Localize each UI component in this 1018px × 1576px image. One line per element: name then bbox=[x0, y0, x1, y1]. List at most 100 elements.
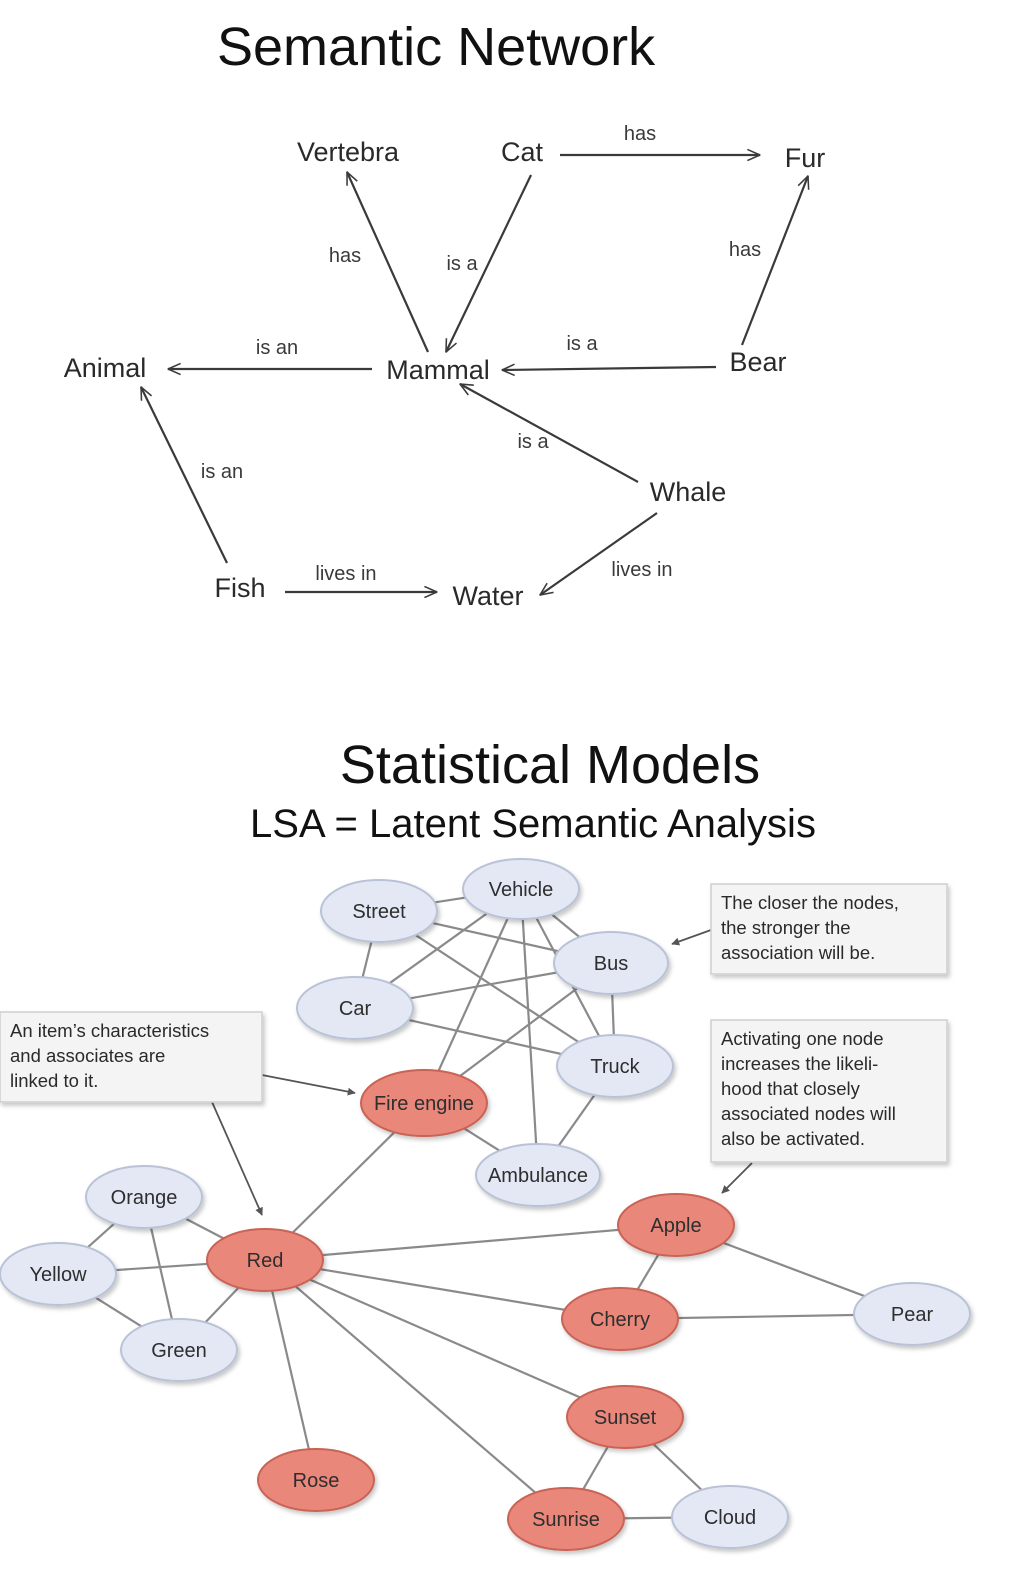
lsa-node-sunset: Sunset bbox=[566, 1385, 684, 1449]
lsa-node-label: Truck bbox=[590, 1056, 640, 1078]
sn-edge-bear-fur bbox=[740, 176, 808, 346]
lsa-node-label: Street bbox=[352, 901, 406, 923]
lsa-edge-red-apple bbox=[264, 1223, 677, 1262]
lsa-node-cloud: Cloud bbox=[671, 1485, 789, 1549]
lsa-node-vehicle: Vehicle bbox=[462, 858, 580, 920]
lsa-node-sunrise: Sunrise bbox=[507, 1487, 625, 1551]
lsa-node-shape bbox=[360, 1069, 488, 1137]
callout-text-line: linked to it. bbox=[10, 1070, 98, 1091]
sn-edge-fish-animal bbox=[140, 387, 228, 564]
lsa-node-fire-engine: Fire engine bbox=[360, 1069, 488, 1137]
lsa-node-ambulance: Ambulance bbox=[475, 1143, 601, 1207]
callout-text-line: The closer the nodes, bbox=[721, 892, 899, 913]
sn-node-vertebra: Vertebra bbox=[297, 137, 400, 167]
lsa-node-apple: Apple bbox=[617, 1193, 735, 1257]
lsa-node-green: Green bbox=[120, 1318, 238, 1382]
lsa-node-pear: Pear bbox=[853, 1282, 971, 1346]
lsa-node-label: Sunset bbox=[594, 1407, 657, 1429]
sn-edge-cat-mammal bbox=[445, 174, 532, 352]
lsa-node-shape bbox=[0, 1242, 117, 1306]
callout-pointer bbox=[211, 1101, 263, 1216]
callout-text-line: hood that closely bbox=[721, 1078, 861, 1099]
lsa-node-label: Red bbox=[247, 1250, 284, 1272]
semantic-network-title: Semantic Network bbox=[217, 17, 656, 77]
lsa-node-orange: Orange bbox=[85, 1165, 203, 1229]
sn-edge-label-whale-water: lives in bbox=[611, 559, 672, 581]
lsa-node-shape bbox=[475, 1143, 601, 1207]
lsa-node-label: Green bbox=[151, 1340, 207, 1362]
callout-box bbox=[710, 883, 948, 975]
callout-text-line: the stronger the bbox=[721, 917, 851, 938]
lsa-node-shape bbox=[296, 976, 414, 1040]
lsa-node-label: Ambulance bbox=[488, 1165, 588, 1187]
lsa-node-street: Street bbox=[320, 879, 438, 943]
lsa-node-label: Fire engine bbox=[374, 1093, 474, 1115]
sn-node-mammal: Mammal bbox=[386, 355, 490, 385]
lsa-node-label: Yellow bbox=[29, 1264, 87, 1286]
sn-edge-label-mammal-animal: is an bbox=[256, 337, 298, 359]
lsa-node-label: Cloud bbox=[704, 1507, 756, 1529]
sn-edge-label-fish-water: lives in bbox=[315, 563, 376, 585]
lsa-node-shape bbox=[617, 1193, 735, 1257]
lsa-node-truck: Truck bbox=[556, 1034, 674, 1098]
sn-edge-label-cat-fur: has bbox=[624, 123, 656, 145]
sn-node-water: Water bbox=[452, 581, 523, 611]
lsa-node-shape bbox=[556, 1034, 674, 1098]
lsa-edge-vehicle-fire_engine bbox=[422, 888, 523, 1104]
sn-node-animal: Animal bbox=[64, 353, 147, 383]
lsa-node-label: Cherry bbox=[590, 1309, 650, 1331]
sn-edge-label-cat-mammal: is a bbox=[446, 253, 478, 275]
callout-item: An item’s characteristics and associates … bbox=[0, 1011, 356, 1216]
sn-node-fur: Fur bbox=[785, 143, 826, 173]
lsa-node-shape bbox=[853, 1282, 971, 1346]
sn-node-cat: Cat bbox=[501, 137, 544, 167]
callout-pointer bbox=[671, 929, 712, 946]
callout-text-line: associated nodes will bbox=[721, 1103, 896, 1124]
callout-text-line: An item’s characteristics bbox=[10, 1020, 209, 1041]
sn-edge-label-bear-mammal: is a bbox=[566, 333, 598, 355]
sn-node-bear: Bear bbox=[729, 347, 786, 377]
lsa-node-bus: Bus bbox=[553, 931, 669, 995]
sn-edge-label-fish-animal: is an bbox=[201, 461, 243, 483]
lsa-edge-red-sunrise bbox=[264, 1259, 567, 1520]
callout-text-line: and associates are bbox=[10, 1045, 165, 1066]
lsa-node-shape bbox=[120, 1318, 238, 1382]
lsa-node-rose: Rose bbox=[257, 1448, 375, 1512]
lsa-node-label: Orange bbox=[111, 1187, 178, 1209]
lsa-node-label: Rose bbox=[293, 1470, 340, 1492]
callout-pointer bbox=[261, 1074, 356, 1096]
lsa-node-shape bbox=[462, 858, 580, 920]
callout-box bbox=[710, 1019, 948, 1163]
lsa-node-shape bbox=[566, 1385, 684, 1449]
lsa-callouts: The closer the nodes, the stronger the ass… bbox=[0, 883, 948, 1216]
sn-edge-bear-mammal bbox=[502, 367, 717, 370]
lsa-edge-red-cherry bbox=[264, 1258, 621, 1321]
lsa-node-shape bbox=[507, 1487, 625, 1551]
lsa-node-shape bbox=[553, 931, 669, 995]
lsa-edge-red-sunset bbox=[264, 1258, 626, 1419]
lsa-edge-street-truck bbox=[378, 910, 616, 1067]
lsa-node-shape bbox=[561, 1287, 679, 1351]
sn-edge-whale-mammal bbox=[460, 383, 639, 483]
callout-pointer bbox=[721, 1162, 753, 1194]
callout-text-line: also be activated. bbox=[721, 1128, 865, 1149]
lsa-edge-red-rose bbox=[263, 1259, 318, 1481]
callout-text-line: increases the likeli- bbox=[721, 1053, 878, 1074]
lsa-edge-vehicle-ambulance bbox=[519, 888, 540, 1176]
lsa-node-label: Car bbox=[339, 998, 372, 1020]
statistical-models-subtitle: LSA = Latent Semantic Analysis bbox=[250, 802, 816, 846]
sn-node-fish: Fish bbox=[214, 573, 265, 603]
sn-edge-label-mammal-vertebra: has bbox=[329, 245, 361, 267]
sn-edge-whale-water bbox=[540, 512, 658, 595]
lsa-node-label: Apple bbox=[650, 1215, 701, 1237]
lsa-node-red: Red bbox=[206, 1228, 324, 1292]
lsa-node-shape bbox=[671, 1485, 789, 1549]
sn-edge-mammal-vertebra bbox=[345, 172, 430, 353]
lsa-node-label: Bus bbox=[594, 953, 628, 975]
sn-edge-label-bear-fur: has bbox=[729, 239, 761, 261]
